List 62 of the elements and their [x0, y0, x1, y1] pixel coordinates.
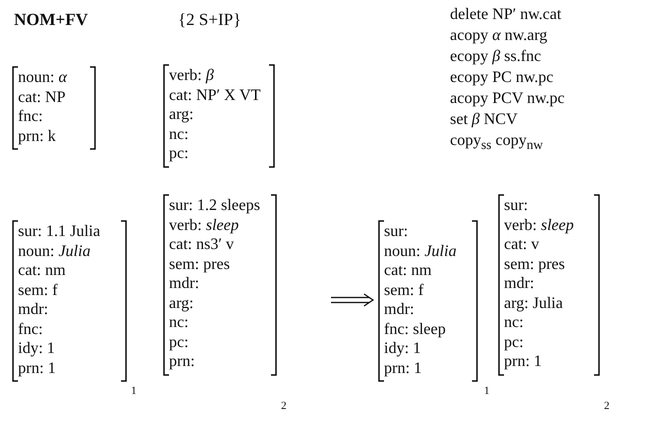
feature-matrix: [12, 220, 127, 382]
feature-line: prn:: [169, 352, 196, 372]
operation-line: set β NCV: [450, 110, 518, 130]
feature-line: mdr:: [504, 274, 536, 294]
subscript-index: 2: [281, 400, 286, 412]
feature-line: fnc:: [18, 107, 44, 126]
feature-line: sem: pres: [504, 254, 566, 274]
feature-line: idy: 1: [18, 339, 56, 358]
rule-title: NOM+FV: [14, 10, 88, 30]
feature-line: idy: 1: [384, 339, 422, 358]
feature-line: cat: v: [504, 235, 540, 254]
feature-line: sur:: [384, 222, 409, 242]
feature-line: arg:: [169, 105, 195, 124]
rule-package: {2 S+IP}: [178, 10, 242, 30]
operation-line: acopy PCV nw.pc: [450, 89, 565, 109]
feature-line: nc:: [169, 313, 190, 332]
feature-line: sur: 1.1 Julia: [18, 222, 102, 242]
feature-line: fnc: sleep: [384, 320, 447, 339]
feature-line: cat: NP: [18, 88, 67, 107]
feature-line: mdr:: [169, 274, 200, 294]
feature-line: pc:: [504, 332, 525, 352]
feature-line: nc:: [504, 313, 525, 332]
feature-line: arg: Julia: [504, 294, 564, 313]
subscript-index: 1: [484, 385, 490, 397]
feature-line: arg:: [169, 294, 195, 313]
feature-line: nc:: [169, 124, 190, 144]
feature-line: sem: f: [18, 280, 59, 300]
feature-line: fnc:: [18, 320, 44, 339]
feature-line: mdr:: [18, 300, 50, 320]
feature-line: sem: pres: [169, 254, 231, 274]
feature-line: sur: 1.2 sleeps: [169, 196, 262, 216]
feature-line: sur:: [504, 196, 529, 216]
subscript-index: 2: [604, 400, 610, 412]
operation-line: copy$_{ss}$ copy$_{nw}$: [450, 131, 543, 154]
feature-line: noun: Julia: [18, 242, 92, 261]
feature-line: cat: nm: [384, 261, 433, 280]
feature-line: noun: α: [18, 68, 68, 88]
feature-line: prn: 1: [504, 352, 543, 372]
feature-line: cat: NP′ X VT: [169, 86, 262, 105]
feature-line: cat: ns3′ v: [169, 235, 235, 254]
feature-matrix: [163, 64, 275, 168]
feature-line: prn: k: [18, 126, 57, 146]
feature-line: sem: f: [384, 280, 425, 300]
operation-line: acopy α nw.arg: [450, 26, 548, 46]
feature-line: cat: nm: [18, 261, 67, 280]
feature-line: prn: 1: [18, 358, 57, 378]
operation-line: ecopy PC nw.pc: [450, 68, 554, 88]
feature-line: prn: 1: [384, 358, 423, 378]
feature-line: verb: sleep: [504, 216, 575, 235]
feature-line: mdr:: [384, 300, 416, 320]
feature-line: verb: sleep: [169, 216, 240, 235]
feature-line: noun: Julia: [384, 242, 458, 261]
feature-matrix: [12, 66, 96, 150]
feature-matrix: [378, 220, 478, 382]
operation-line: ecopy β ss.fnc: [450, 47, 542, 67]
feature-line: verb: β: [169, 66, 215, 86]
subscript-index: 1: [131, 385, 136, 397]
feature-line: pc:: [169, 144, 190, 164]
feature-matrix: [163, 194, 277, 376]
operation-line: delete NP′ nw.cat: [450, 5, 562, 25]
feature-line: pc:: [169, 332, 190, 352]
feature-matrix: [498, 194, 600, 376]
